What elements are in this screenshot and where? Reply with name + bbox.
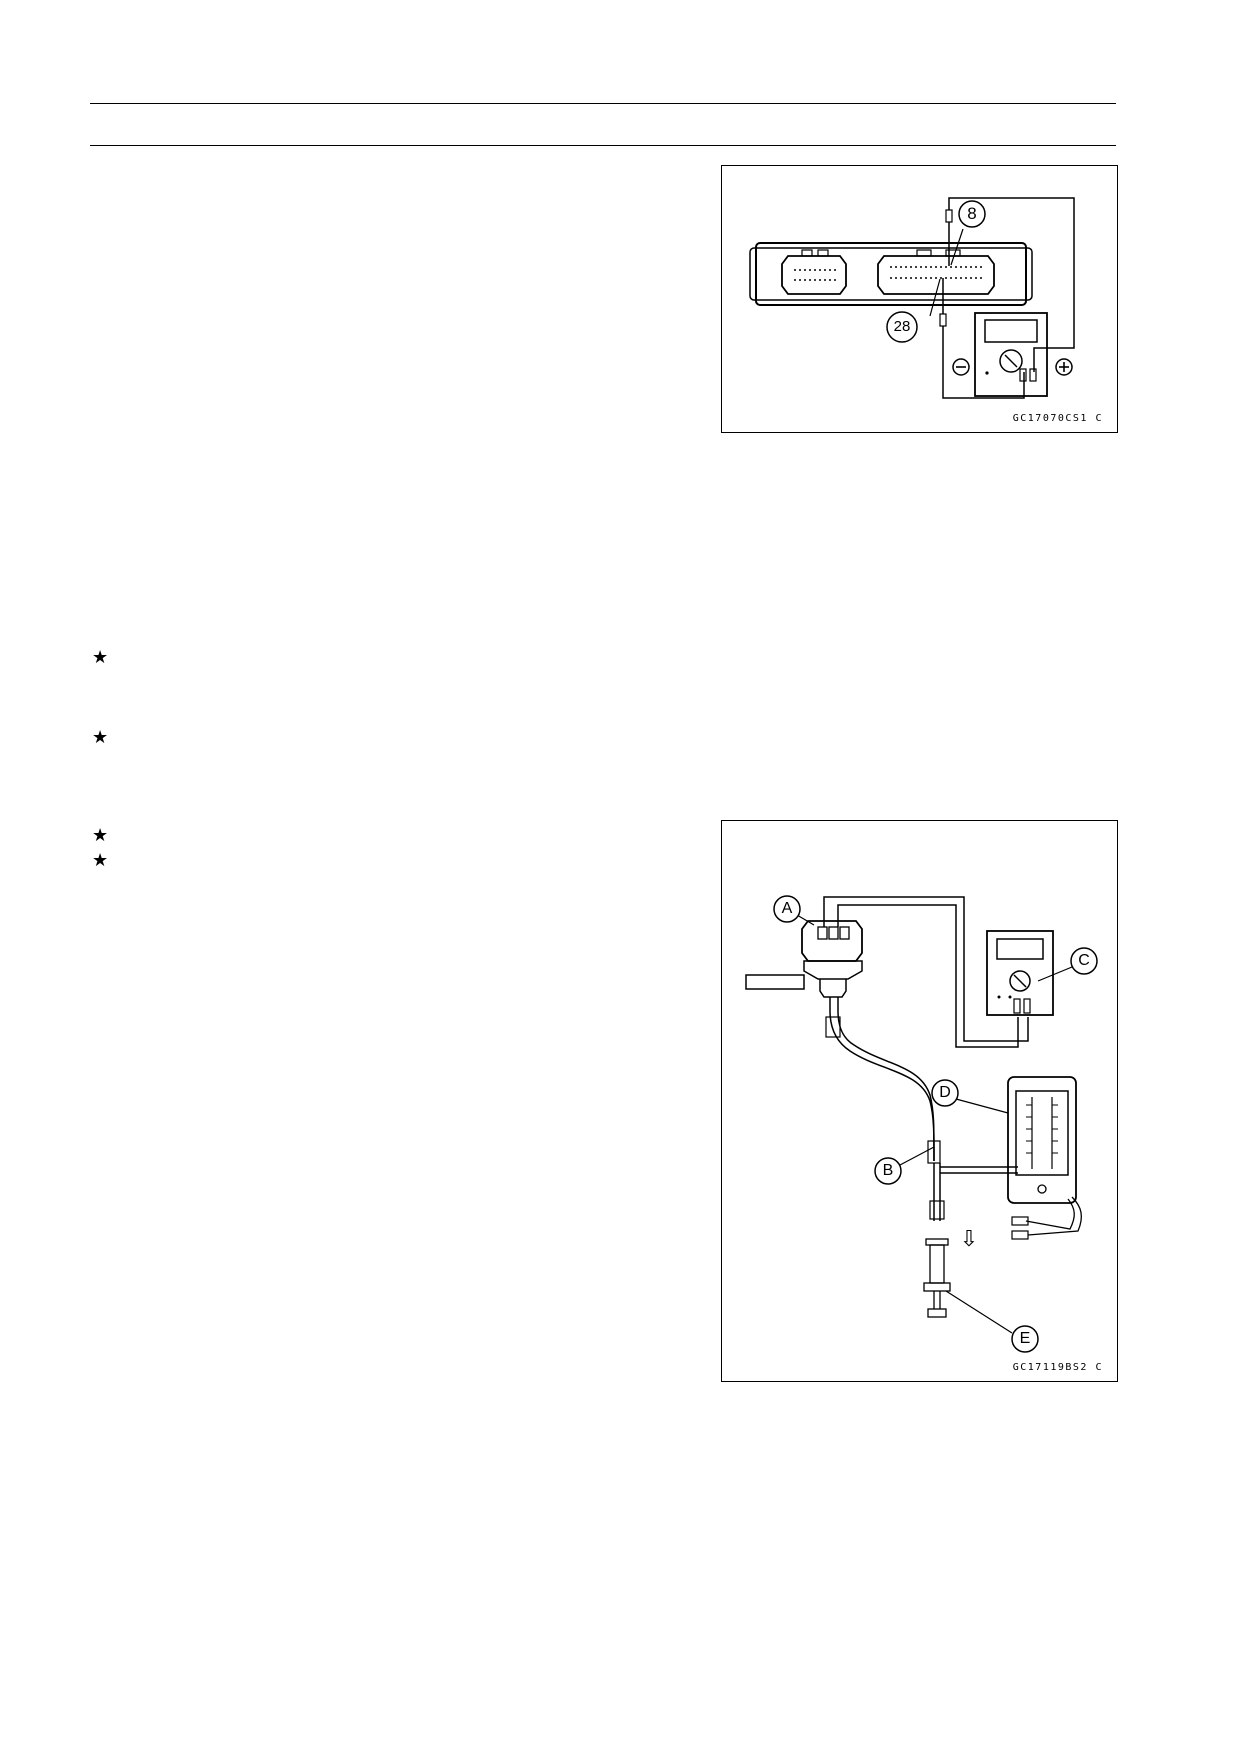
bullet-star: ★ (92, 727, 109, 748)
pin-8-label: 8 (967, 204, 977, 223)
figure-ecu-connector: 8 28 ⊖ ⊕ GC17070CS1 C (721, 165, 1118, 433)
bullet-star: ★ (92, 825, 109, 846)
flow-direction-arrow-icon: ⇩ (959, 1226, 979, 1251)
callout-b: B (882, 1162, 894, 1179)
callout-e: E (1019, 1330, 1031, 1347)
bullet-star: ★ (92, 850, 109, 871)
figure-sensor-vacuum-test: A B C D E ⇩ GC17119BS2 C (721, 820, 1118, 1382)
pin-28-label: 28 (893, 318, 911, 335)
probe-sign-marks (956, 362, 1069, 372)
sensor-test-diagram (745, 895, 1098, 1353)
figure-code: GC17070CS1 C (1012, 413, 1103, 424)
callout-a: A (781, 900, 793, 917)
bullet-star: ★ (92, 647, 109, 668)
header-rule-top (90, 103, 1116, 104)
ecu-connector-diagram (749, 197, 1075, 399)
callout-d: D (939, 1084, 951, 1101)
header-rule-bottom (90, 145, 1116, 146)
callout-c: C (1078, 952, 1090, 969)
figure-code: GC17119BS2 C (1012, 1362, 1103, 1373)
